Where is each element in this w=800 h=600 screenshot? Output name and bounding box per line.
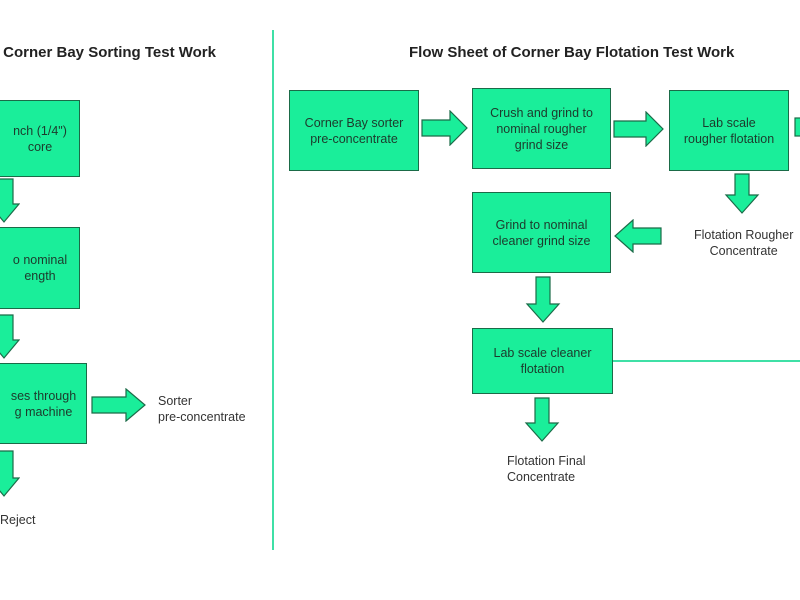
- down-arrow-reject: [0, 450, 20, 497]
- cleaner-grind-box-text: Grind to nominal cleaner grind size: [492, 217, 591, 248]
- down-arrow-1: [0, 178, 20, 223]
- sorting-machine-box-text: ses through g machine: [10, 388, 77, 419]
- right-arrow-1: [421, 110, 468, 146]
- length-box-text: o nominal ength: [12, 253, 68, 283]
- length-box: o nominal ength: [0, 227, 80, 309]
- cleaner-grind-box: Grind to nominal cleaner grind size: [472, 192, 611, 273]
- down-arrow-cleaner: [525, 276, 561, 323]
- cleaner-flotation-box: Lab scale cleaner flotation: [472, 328, 613, 394]
- core-box-text: nch (1/4") core: [13, 123, 67, 154]
- crush-grind-box: Crush and grind to nominal rougher grind…: [472, 88, 611, 169]
- sorter-preconcentrate-box: Corner Bay sorter pre-concentrate: [289, 90, 419, 171]
- rougher-flotation-box-text: Lab scale rougher flotation: [683, 115, 775, 146]
- sorter-preconcentrate-label: Sorter pre-concentrate: [158, 394, 246, 424]
- down-arrow-final: [524, 397, 560, 442]
- reject-label: Reject: [0, 513, 36, 527]
- rougher-concentrate-label: Flotation Rougher Concentrate: [694, 228, 794, 258]
- panel-divider: [272, 30, 274, 550]
- sorter-preconcentrate-box-text: Corner Bay sorter pre-concentrate: [304, 115, 404, 146]
- right-arrow-sorter: [91, 388, 146, 422]
- cleaner-flotation-box-text: Lab scale cleaner flotation: [493, 346, 592, 376]
- crush-grind-box-text: Crush and grind to nominal rougher grind…: [490, 105, 593, 152]
- sorting-machine-box: ses through g machine: [0, 363, 87, 444]
- flotation-flow-title: Flow Sheet of Corner Bay Flotation Test …: [409, 44, 735, 61]
- rougher-flotation-box: Lab scale rougher flotation: [669, 90, 789, 171]
- down-arrow-2: [0, 314, 20, 359]
- right-arrow-2: [613, 111, 664, 147]
- down-arrow-rougher: [724, 173, 760, 214]
- cleaner-tailings-line: [613, 360, 800, 362]
- core-box: nch (1/4") core: [0, 100, 80, 177]
- left-arrow-cleaner-grind: [614, 219, 662, 253]
- right-arrow-offscreen: [794, 117, 800, 137]
- final-concentrate-label: Flotation Final Concentrate: [507, 454, 586, 484]
- sorting-flow-title: f Corner Bay Sorting Test Work: [0, 44, 216, 61]
